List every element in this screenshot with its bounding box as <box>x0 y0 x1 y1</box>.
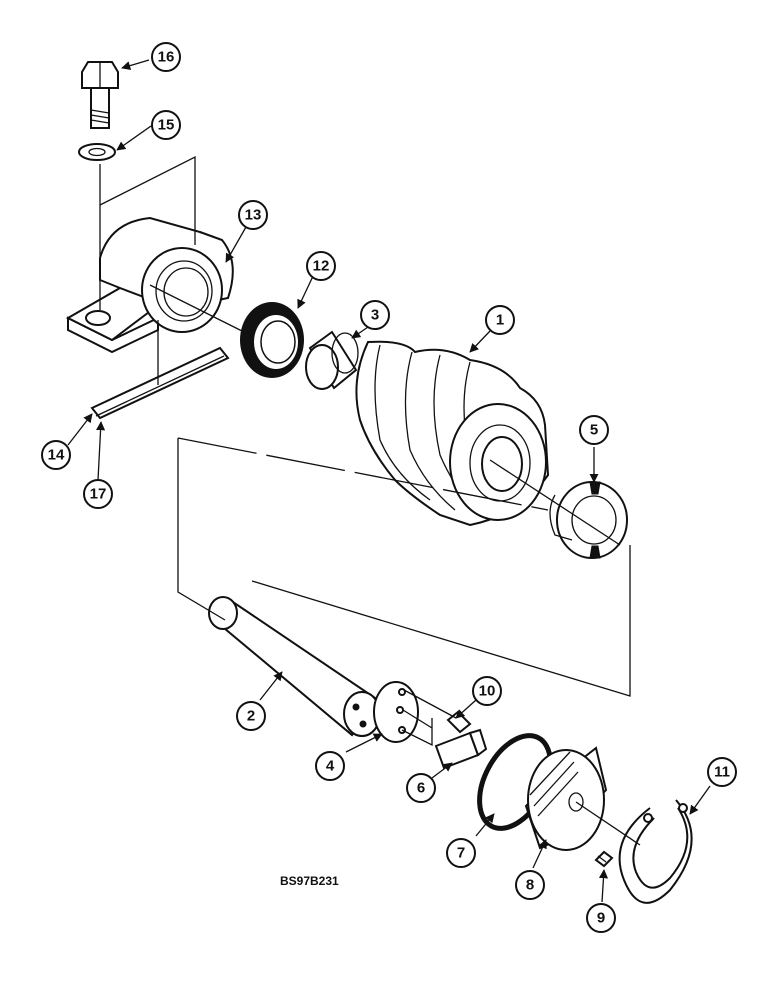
shaft-part-2 <box>208 596 381 737</box>
assembly-lines <box>99 155 641 846</box>
callout-5: 5 <box>579 415 609 445</box>
seal-part-12 <box>240 302 304 378</box>
svg-text:6: 6 <box>417 780 425 797</box>
callout-9: 9 <box>586 903 616 933</box>
reference-code: BS97B231 <box>280 874 339 888</box>
bolt-part-16 <box>81 61 119 129</box>
svg-text:17: 17 <box>90 486 107 503</box>
bushing-part-3 <box>305 330 359 390</box>
callout-3: 3 <box>360 300 390 330</box>
svg-text:9: 9 <box>597 910 605 927</box>
svg-text:8: 8 <box>526 877 534 894</box>
callout-7: 7 <box>446 838 476 868</box>
svg-text:14: 14 <box>48 447 65 464</box>
svg-text:7: 7 <box>457 845 465 862</box>
setscrew-part-9 <box>594 850 614 868</box>
capscrew-part-6 <box>434 728 488 770</box>
callout-11: 11 <box>707 757 737 787</box>
callout-16: 16 <box>151 42 181 72</box>
callout-arrows <box>67 59 711 903</box>
callout-10: 10 <box>472 676 502 706</box>
callout-14: 14 <box>41 440 71 470</box>
callout-2: 2 <box>236 701 266 731</box>
svg-text:10: 10 <box>479 683 496 700</box>
shim-parts-14-17 <box>90 346 230 420</box>
svg-text:12: 12 <box>313 258 330 275</box>
svg-text:2: 2 <box>247 708 255 725</box>
washer-part-15 <box>78 143 116 161</box>
callout-17: 17 <box>83 479 113 509</box>
svg-text:13: 13 <box>245 207 262 224</box>
callout-8: 8 <box>515 870 545 900</box>
svg-text:3: 3 <box>371 307 379 324</box>
callout-6: 6 <box>406 773 436 803</box>
retaining-ring-part-11 <box>618 799 693 904</box>
svg-text:1: 1 <box>496 312 504 329</box>
callout-13: 13 <box>238 200 268 230</box>
collar-part-5 <box>549 481 628 559</box>
callout-12: 12 <box>306 251 336 281</box>
callout-15: 15 <box>151 110 181 140</box>
svg-text:15: 15 <box>158 117 175 134</box>
plate-part-4 <box>373 681 419 743</box>
svg-text:4: 4 <box>326 758 335 775</box>
svg-text:11: 11 <box>714 764 730 781</box>
endcap-part-8 <box>524 746 608 851</box>
bracket-part-13 <box>65 216 234 354</box>
svg-text:16: 16 <box>158 49 175 66</box>
callout-1: 1 <box>485 305 515 335</box>
roller-part-1 <box>355 340 550 527</box>
callout-4: 4 <box>315 751 345 781</box>
svg-text:5: 5 <box>590 422 598 439</box>
